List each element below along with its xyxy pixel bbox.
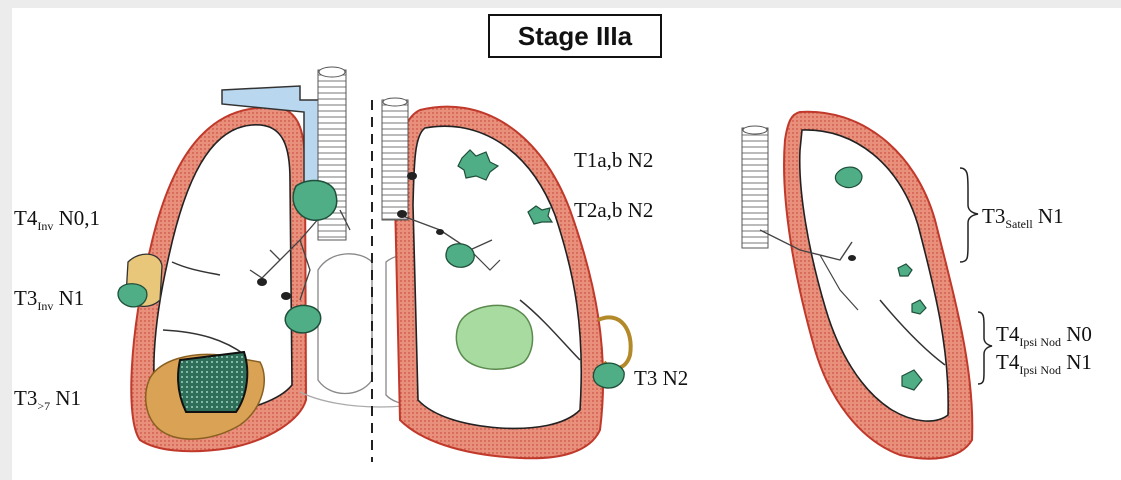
tumor-large-right — [456, 305, 532, 369]
tumor-chest-wall-left — [118, 254, 162, 307]
label-t3-n2: T3 N2 — [634, 366, 688, 391]
left-lung-left-side — [395, 107, 603, 459]
stage-title: Stage IIIa — [488, 14, 662, 58]
label-t4-ipsi-n1: T4Ipsi Nod N1 — [996, 350, 1092, 378]
tumor-mediastinal-left — [285, 305, 321, 332]
label-t3-satell: T3Satell N1 — [982, 204, 1064, 232]
brace-satell — [960, 168, 978, 262]
tumor-hilar-right — [446, 244, 474, 268]
label-t4-inv: T4Inv N0,1 — [14, 206, 100, 234]
label-t1ab: T1a,b N2 — [574, 148, 653, 173]
right-figure-lung — [784, 112, 972, 459]
label-t2ab: T2a,b N2 — [574, 198, 653, 223]
brace-ipsi — [978, 312, 992, 384]
tumor-central-left — [293, 180, 337, 220]
label-t3-inv: T3Inv N1 — [14, 286, 84, 314]
label-t3-gt7: T3>7 N1 — [14, 386, 81, 414]
label-t4-ipsi-n0: T4Ipsi Nod N0 — [996, 322, 1092, 350]
